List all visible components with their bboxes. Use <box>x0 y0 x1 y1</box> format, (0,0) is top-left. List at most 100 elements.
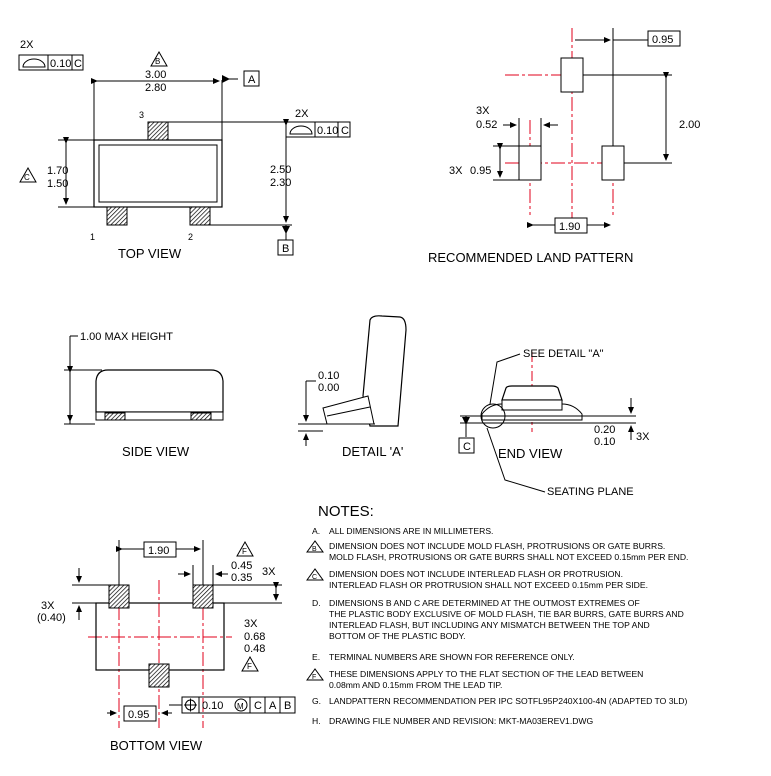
end-body-outline <box>501 385 563 401</box>
detail-a-view: 0.10 0.00 DETAIL 'A' <box>298 315 407 459</box>
flag-f-delta-icon-2 <box>241 655 259 672</box>
bottom-lead-w-flag: F <box>242 547 247 556</box>
pin-1-label: 1 <box>90 232 95 242</box>
top-lead-2 <box>189 206 211 226</box>
datum-a-box <box>243 70 260 87</box>
bottom-pitch: 0.95 <box>128 709 149 721</box>
end-count: 3X <box>636 431 650 443</box>
top-height-max: 1.70 <box>47 165 68 177</box>
note-line: BOTTOM OF THE PLASTIC BODY. <box>329 631 466 641</box>
pin-3-label: 3 <box>139 110 144 120</box>
end-view: 0.20 0.10 3X C SEE DETAIL "A" SEATING PL… <box>458 348 650 498</box>
note-line: LANDPATTERN RECOMMENDATION PER IPC SOTFL… <box>329 696 688 706</box>
flag-f-delta-icon <box>236 540 254 557</box>
top-width-max: 3.00 <box>145 69 166 81</box>
bottom-lead-l2-count: 3X <box>244 618 258 630</box>
bottom-lead-l-count: 3X <box>41 600 55 612</box>
notes-title: NOTES: <box>318 503 374 520</box>
bottom-pos-datum1: C <box>254 700 262 712</box>
land-pad-length-count: 3X <box>449 165 463 177</box>
bottom-lead-w-count: 3X <box>262 566 276 578</box>
note-item: D. DIMENSIONS B AND C ARE DETERMINED AT T… <box>302 598 771 642</box>
top-height-dimension: C 1.70 1.50 <box>19 137 94 208</box>
datum-c-box <box>458 437 475 454</box>
note-letter: D. <box>312 598 321 608</box>
datum-c-label: C <box>463 441 471 453</box>
position-tol-frame: 0.10 M C A B <box>169 696 296 714</box>
top-width-min: 2.80 <box>145 82 166 94</box>
land-pad-width: 0.52 <box>476 119 497 131</box>
top-tol-datum: C <box>74 58 82 70</box>
note-line: DRAWING FILE NUMBER AND REVISION: MKT-MA… <box>329 716 594 726</box>
bottom-lead-2 <box>192 584 214 609</box>
land-height: 2.00 <box>679 119 700 131</box>
note-line: MOLD FLASH, PROTRUSIONS OR GATE BURRS SH… <box>329 552 689 562</box>
note-letter: A. <box>312 526 321 536</box>
side-view: 1.00 MAX HEIGHT SIDE VIEW <box>64 331 224 459</box>
note-flag-letter: C <box>312 574 317 581</box>
bottom-lead-1 <box>108 584 130 609</box>
note-letter: H. <box>312 716 321 726</box>
top-profile-tol-frame: 0.10 C <box>18 54 84 71</box>
note-flag-delta-icon: B <box>306 540 324 553</box>
land-pitch: 0.95 <box>652 34 673 46</box>
land-pad-1 <box>518 145 542 181</box>
bottom-lead-l-ref: (0.40) <box>37 612 66 624</box>
top-tol2-datum: C <box>341 125 349 137</box>
top-lead-1 <box>106 206 128 226</box>
datum-b-box <box>277 239 294 256</box>
note-item: A.ALL DIMENSIONS ARE IN MILLIMETERS. <box>302 526 771 537</box>
land-span: 1.90 <box>559 221 580 233</box>
pin-2-label: 2 <box>188 232 193 242</box>
detail-max: 0.10 <box>318 370 339 382</box>
note-item: H. DRAWING FILE NUMBER AND REVISION: MKT-… <box>302 716 771 727</box>
bottom-lead-3 <box>148 663 170 688</box>
seating-plane-label: SEATING PLANE <box>547 486 634 498</box>
note-item: E.TERMINAL NUMBERS ARE SHOWN FOR REFEREN… <box>302 652 771 663</box>
end-view-label: END VIEW <box>498 446 563 461</box>
top-tol-count: 2X <box>20 39 34 51</box>
bottom-lead-w-max: 0.45 <box>231 560 252 572</box>
top-lead-3 <box>147 121 169 141</box>
note-flag-delta-icon: F <box>306 668 324 681</box>
bottom-span: 1.90 <box>148 545 169 557</box>
note-line: DIMENSIONS B AND C ARE DETERMINED AT THE… <box>329 598 640 608</box>
note-line: INTERLEAD FLASH, BUT INCLUDING ANY MISMA… <box>329 620 650 630</box>
note-letter: G. <box>312 696 322 706</box>
note-line: 0.08mm AND 0.15mm FROM THE LEAD TIP. <box>329 680 503 690</box>
bottom-lead-w-min: 0.35 <box>231 572 252 584</box>
detail-view-label: DETAIL 'A' <box>342 444 403 459</box>
bottom-view-label: BOTTOM VIEW <box>110 738 203 753</box>
side-view-label: SIDE VIEW <box>122 444 190 459</box>
flag-c-delta-icon <box>19 166 37 183</box>
note-item: G. LANDPATTERN RECOMMENDATION PER IPC SOT… <box>302 696 771 707</box>
datum-b-label: B <box>282 243 289 255</box>
top-lead-span-dimension: 2.50 2.30 B 2X 0.10 C <box>168 108 351 256</box>
top-width-flag: B <box>155 57 160 66</box>
note-line: THE PLASTIC BODY EXCLUSIVE OF MOLD FLASH… <box>329 609 684 619</box>
bottom-pos-tol: 0.10 <box>202 700 223 712</box>
mmc-letter: M <box>237 702 244 711</box>
land-pad-2 <box>601 145 625 181</box>
side-body-outline <box>95 369 224 413</box>
top-span-min: 2.30 <box>270 177 291 189</box>
bottom-pos-datum2: A <box>269 700 277 712</box>
profile-surface-icon-2 <box>289 125 313 135</box>
land-pattern-label: RECOMMENDED LAND PATTERN <box>428 250 633 265</box>
flag-b-delta-icon <box>150 50 168 67</box>
top-tol-value: 0.10 <box>50 58 71 70</box>
top-width-dimension: B 3.00 2.80 A <box>91 50 260 140</box>
land-pad-width-count: 3X <box>476 105 490 117</box>
note-flag-delta-icon: C <box>306 568 324 581</box>
note-line: INTERLEAD FLASH OR PROTRUSION SHALL NOT … <box>329 580 648 590</box>
top-view: 2X 0.10 C B 3.00 2.80 A 3 <box>18 39 351 261</box>
land-pad-length: 0.95 <box>470 165 491 177</box>
top-height-min: 1.50 <box>47 178 68 190</box>
top-body-outline <box>93 139 223 208</box>
bottom-view: 1.90 F 0.45 0.35 3X 3X (0.40) 3X 0.68 0.… <box>37 540 296 753</box>
land-pattern-view: 0.95 2.00 3X 0.52 3X 0.95 1.90 RECOMMEND… <box>428 28 700 265</box>
